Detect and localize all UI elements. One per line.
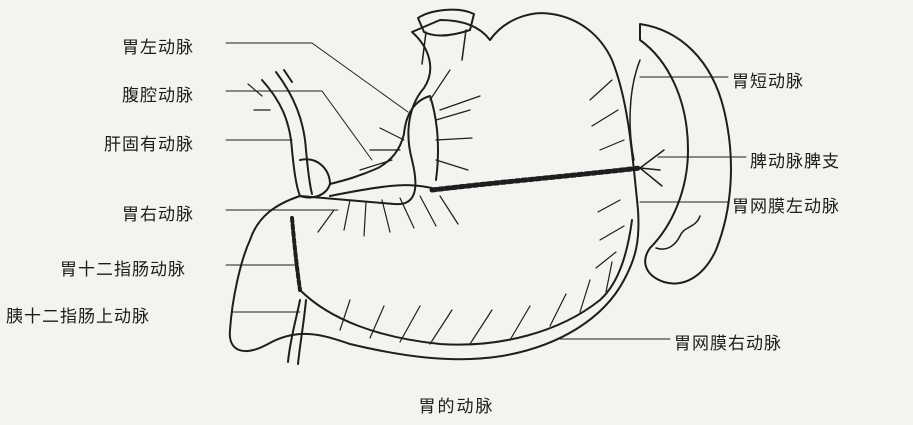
label-superior-pancreaticoduodenal: 胰十二指肠上动脉 (6, 302, 150, 327)
label-celiac-trunk: 腹腔动脉 (122, 81, 194, 106)
hepatic-artery-vessel (262, 80, 300, 196)
label-right-gastroepiploic: 胃网膜右动脉 (674, 329, 782, 354)
gastroduodenal-vessel (292, 218, 300, 290)
label-splenic-branch: 脾动脉脾支 (750, 147, 840, 172)
pancreaticoduodenal-vessel (288, 300, 306, 364)
spleen-outline (640, 24, 731, 284)
splenic-artery-vessel (432, 168, 640, 190)
stomach-outline (230, 13, 639, 359)
label-gastroduodenal: 胃十二指肠动脉 (60, 255, 186, 280)
figure-caption: 胃的动脉 (0, 392, 913, 417)
vessel-branches (248, 70, 624, 344)
celiac-trunk-vessel (330, 134, 404, 184)
label-right-gastric: 胃右动脉 (122, 200, 194, 225)
label-left-gastroepiploic: 胃网膜左动脉 (732, 192, 840, 217)
label-short-gastric: 胃短动脉 (732, 67, 804, 92)
short-gastric-vessel (630, 60, 640, 160)
label-left-gastric: 胃左动脉 (122, 33, 194, 58)
label-proper-hepatic: 肝固有动脉 (104, 130, 194, 155)
